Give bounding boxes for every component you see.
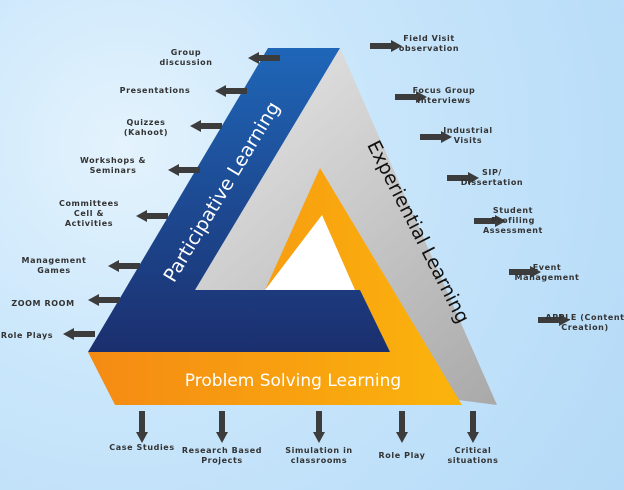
activity-label: Management Games [21, 256, 87, 275]
down-arrow-icon [396, 411, 408, 443]
activity-label: Role Play [378, 451, 426, 460]
activity-label: Field Visit observation [398, 34, 460, 53]
right-arrow-icon [420, 131, 452, 143]
activity-label: Group discussion [159, 48, 213, 67]
activity-label: Focus Group Interviews [412, 86, 476, 105]
center-white [265, 215, 355, 290]
activity-label: Event Management [514, 263, 580, 282]
problem-solving-title: Problem Solving Learning [184, 371, 402, 391]
left-arrow-icon [215, 85, 247, 97]
right-arrow-icon [395, 91, 427, 103]
right-arrow-icon [447, 172, 479, 184]
activity-label: Role Plays [0, 331, 54, 340]
activity-label: ZOOM ROOM [11, 299, 75, 308]
down-arrow-icon [136, 411, 148, 443]
activity-label: Research Based Projects [181, 446, 263, 465]
left-arrow-icon [136, 210, 168, 222]
activity-label: SIP/ Dissertation [460, 168, 524, 187]
right-arrow-icon [474, 215, 506, 227]
down-arrow-icon [313, 411, 325, 443]
right-arrow-icon [370, 40, 402, 52]
left-arrow-icon [190, 120, 222, 132]
activity-label: APPLE (Content Creation) [545, 313, 624, 332]
right-arrow-icon [509, 266, 541, 278]
activity-label: Presentations [119, 86, 191, 95]
activity-label: Industrial Visits [443, 126, 493, 145]
activity-label: Case Studies [109, 443, 175, 452]
participative-band [88, 48, 390, 352]
activity-label: Critical situations [447, 446, 499, 465]
activity-label: Simulation in classrooms [285, 446, 353, 465]
down-arrow-icon [216, 411, 228, 443]
left-arrow-icon [248, 52, 280, 64]
activity-label: Quizzes (Kahoot) [123, 118, 169, 137]
left-arrow-icon [88, 294, 120, 306]
activity-label: Workshops & Seminars [79, 156, 147, 175]
activity-label: Student Profiling Assessment [483, 206, 543, 235]
down-arrow-icon [467, 411, 479, 443]
left-arrow-icon [168, 164, 200, 176]
left-arrow-icon [108, 260, 140, 272]
left-arrow-icon [63, 328, 95, 340]
activity-label: Committees Cell & Activities [58, 199, 120, 228]
right-arrow-icon [538, 314, 570, 326]
